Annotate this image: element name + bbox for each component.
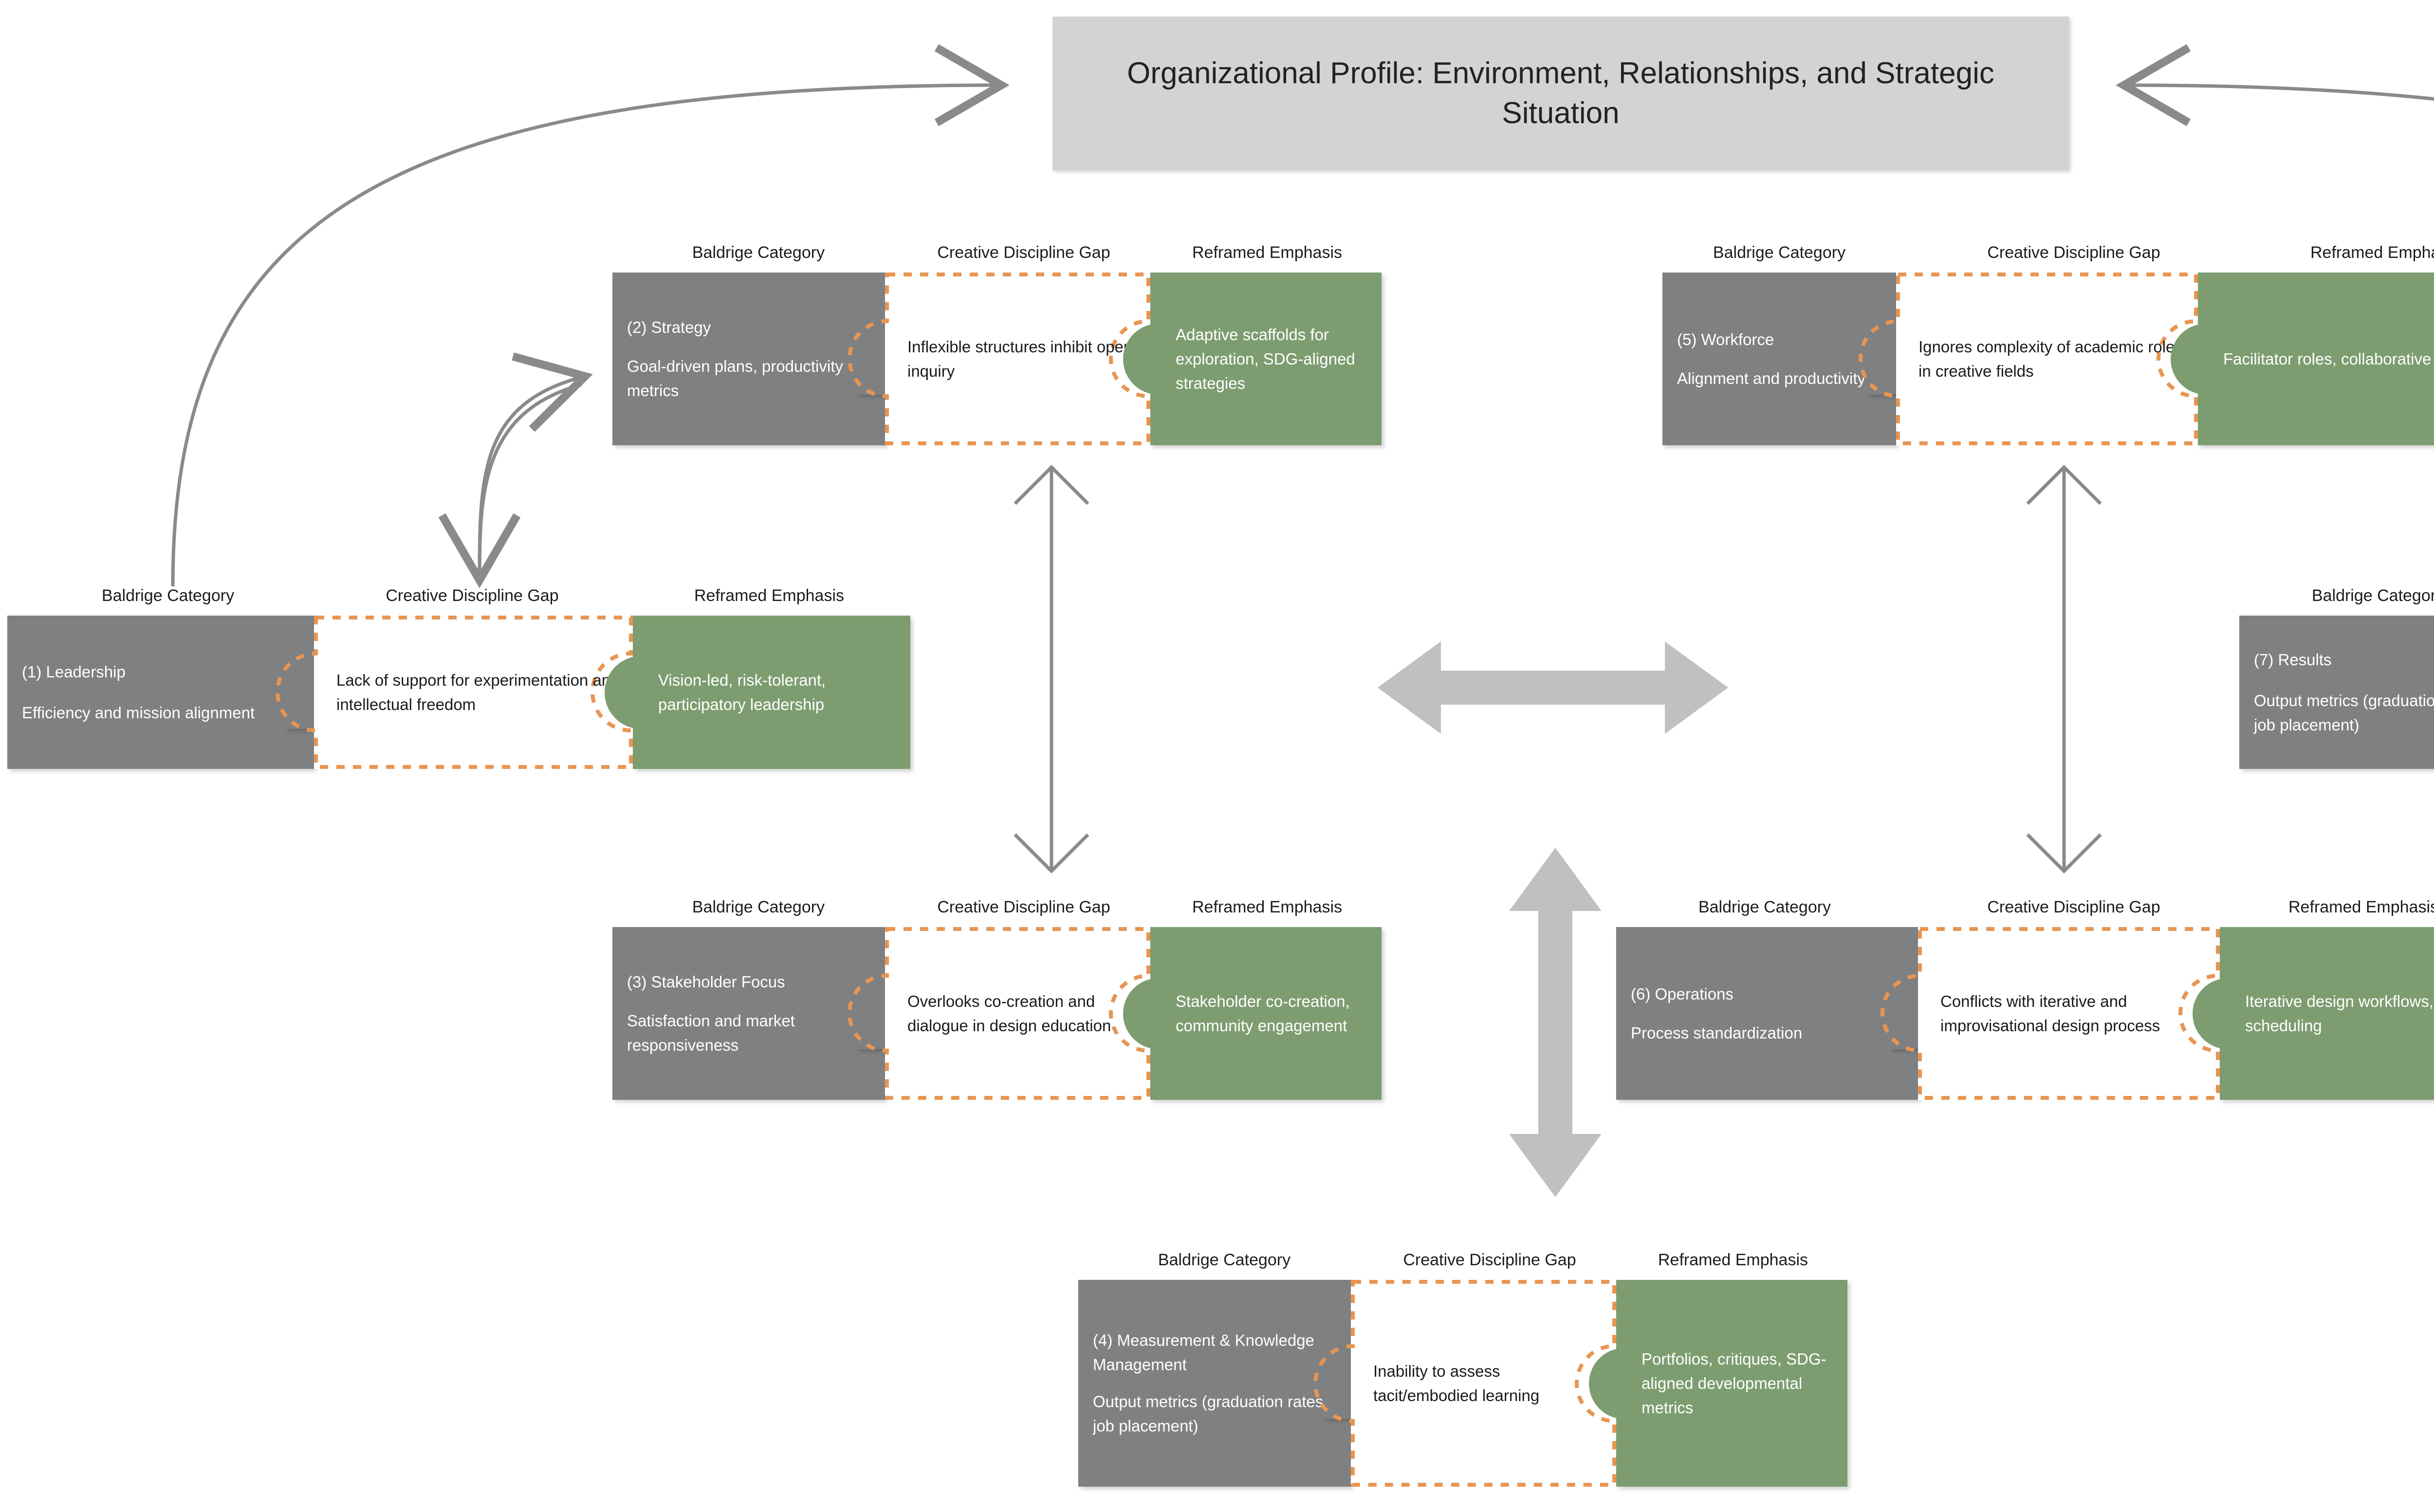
creative-discipline-gap-box[interactable]: Inability to assess tacit/embodied learn… [1313, 1280, 1616, 1487]
header-baldrige-category: Baldrige Category [2311, 586, 2434, 605]
reframed-emphasis-box[interactable]: Stakeholder co-creation, community engag… [1123, 927, 1382, 1100]
banner-title: Organizational Profile: Environment, Rel… [1127, 56, 1994, 130]
category-detail: Process standardization [1631, 1023, 1803, 1042]
double-arrow-strategy-stakeholder [1014, 465, 1089, 874]
gap-text: Inability to assess tacit/embodied learn… [1373, 1362, 1540, 1404]
puzzle-knob-left [605, 656, 662, 729]
baldrige-category-box[interactable]: (3) Stakeholder Focus Satisfaction and m… [612, 927, 912, 1100]
header-creative-discipline-gap: Creative Discipline Gap [1987, 898, 2160, 916]
puzzle-knob-left [1589, 1348, 1644, 1419]
header-reframed-emphasis: Reframed Emphasis [2310, 243, 2434, 262]
header-reframed-emphasis: Reframed Emphasis [694, 586, 845, 605]
reframed-text: Stakeholder co-creation, community engag… [1176, 992, 1350, 1035]
header-reframed-emphasis: Reframed Emphasis [1658, 1251, 1808, 1269]
header-creative-discipline-gap: Creative Discipline Gap [386, 586, 559, 605]
card-leadership[interactable]: Baldrige Category Creative Discipline Ga… [7, 586, 910, 769]
reframed-emphasis-box[interactable]: Facilitator roles, collaborative studio … [2171, 273, 2434, 445]
card-operations[interactable]: Baldrige Category Creative Discipline Ga… [1616, 898, 2434, 1100]
category-detail: Output metrics (graduation rates, job pl… [2254, 691, 2434, 734]
reframed-text: Portfolios, critiques, SDG-aligned devel… [1641, 1349, 1826, 1417]
category-detail: Efficiency and mission alignment [22, 703, 255, 722]
gap-text: Inflexible structures inhibit open inqui… [907, 337, 1133, 380]
header-baldrige-category: Baldrige Category [101, 586, 235, 605]
creative-discipline-gap-box[interactable]: Conflicts with iterative and improvisati… [1881, 927, 2220, 1100]
puzzle-knob-left [1123, 978, 1179, 1049]
header-reframed-emphasis: Reframed Emphasis [2288, 898, 2434, 916]
category-title: (1) Leadership [22, 662, 126, 681]
reframed-emphasis-box[interactable]: Vision-led, risk-tolerant, participatory… [605, 616, 910, 769]
baldrige-category-box[interactable]: (6) Operations Process standardization [1616, 927, 1945, 1100]
creative-discipline-gap-box[interactable]: Overlooks co-creation and dialogue in de… [848, 927, 1150, 1100]
card-workforce[interactable]: Baldrige Category Creative Discipline Ga… [1662, 243, 2434, 445]
reframed-emphasis-box[interactable]: Adaptive scaffolds for exploration, SDG-… [1123, 273, 1382, 445]
gap-text: Overlooks co-creation and dialogue in de… [907, 992, 1111, 1035]
header-reframed-emphasis: Reframed Emphasis [1192, 243, 1343, 262]
header-creative-discipline-gap: Creative Discipline Gap [1987, 243, 2160, 262]
header-creative-discipline-gap: Creative Discipline Gap [937, 243, 1110, 262]
baldrige-category-box[interactable]: (2) Strategy Goal-driven plans, producti… [612, 273, 912, 445]
baldrige-category-box[interactable]: (4) Measurement & Knowledge Management O… [1078, 1280, 1378, 1487]
block-arrow-horizontal [1378, 641, 1728, 734]
card-strategy[interactable]: Baldrige Category Creative Discipline Ga… [612, 243, 1382, 445]
reframed-emphasis-box[interactable]: Iterative design workflows, flexible sch… [2193, 927, 2434, 1100]
arrow-profile-to-results [2116, 44, 2434, 127]
baldrige-category-box[interactable]: (1) Leadership Efficiency and mission al… [7, 616, 342, 769]
header-baldrige-category: Baldrige Category [1713, 243, 1846, 262]
gap-text: Ignores complexity of academic roles in … [1918, 337, 2183, 380]
puzzle-knob-left [2193, 978, 2248, 1049]
creative-discipline-gap-box[interactable]: Ignores complexity of academic roles in … [1859, 273, 2198, 445]
reframed-text: Vision-led, risk-tolerant, participatory… [658, 671, 826, 713]
header-baldrige-category: Baldrige Category [692, 898, 825, 916]
puzzle-knob-left [1123, 323, 1179, 395]
creative-discipline-gap-box[interactable]: Inflexible structures inhibit open inqui… [848, 273, 1150, 445]
reframed-text: Adaptive scaffolds for exploration, SDG-… [1176, 325, 1355, 392]
arrow-strategy-to-leadership [438, 383, 582, 588]
block-arrow-vertical [1509, 848, 1602, 1197]
category-detail: Alignment and productivity [1677, 369, 1866, 387]
header-reframed-emphasis: Reframed Emphasis [1192, 898, 1343, 916]
card-measurement-knowledge-management[interactable]: Baldrige Category Creative Discipline Ga… [1078, 1251, 1847, 1487]
header-creative-discipline-gap: Creative Discipline Gap [937, 898, 1110, 916]
category-title: (2) Strategy [627, 318, 711, 336]
creative-discipline-gap-box[interactable]: Lack of support for experimentation and … [276, 616, 633, 769]
category-detail: Satisfaction and market responsiveness [627, 1011, 795, 1054]
arrow-leadership-to-profile [171, 44, 1010, 587]
puzzle-knob-left [2171, 323, 2226, 395]
reframed-emphasis-box[interactable]: Portfolios, critiques, SDG-aligned devel… [1589, 1280, 1847, 1487]
header-baldrige-category: Baldrige Category [1158, 1251, 1291, 1269]
card-stakeholder-focus[interactable]: Baldrige Category Creative Discipline Ga… [612, 898, 1382, 1100]
header-baldrige-category: Baldrige Category [692, 243, 825, 262]
baldrige-category-box[interactable]: (7) Results Output metrics (graduation r… [2239, 616, 2434, 769]
gap-text: Conflicts with iterative and improvisati… [1940, 992, 2160, 1035]
organizational-profile-banner: Organizational Profile: Environment, Rel… [1052, 17, 2069, 170]
category-title: (4) Measurement & Knowledge Management [1093, 1331, 1314, 1374]
category-title: (5) Workforce [1677, 330, 1774, 348]
category-title: (3) Stakeholder Focus [627, 972, 785, 991]
header-baldrige-category: Baldrige Category [1698, 898, 1831, 916]
header-creative-discipline-gap: Creative Discipline Gap [1403, 1251, 1576, 1269]
double-arrow-workforce-operations [2026, 465, 2102, 874]
reframed-text: Iterative design workflows, flexible sch… [2245, 992, 2434, 1035]
category-title: (6) Operations [1631, 984, 1733, 1003]
baldrige-category-box[interactable]: (5) Workforce Alignment and productivity [1662, 273, 1923, 445]
reframed-text: Facilitator roles, collaborative studio … [2223, 349, 2434, 368]
category-detail: Goal-driven plans, productivity metrics [627, 357, 843, 400]
category-detail: Output metrics (graduation rates, job pl… [1093, 1392, 1328, 1435]
card-results[interactable]: Baldrige Category Creative Discipline Ga… [2239, 586, 2434, 769]
category-title: (7) Results [2254, 650, 2332, 669]
gap-text: Lack of support for experimentation and … [336, 671, 620, 713]
